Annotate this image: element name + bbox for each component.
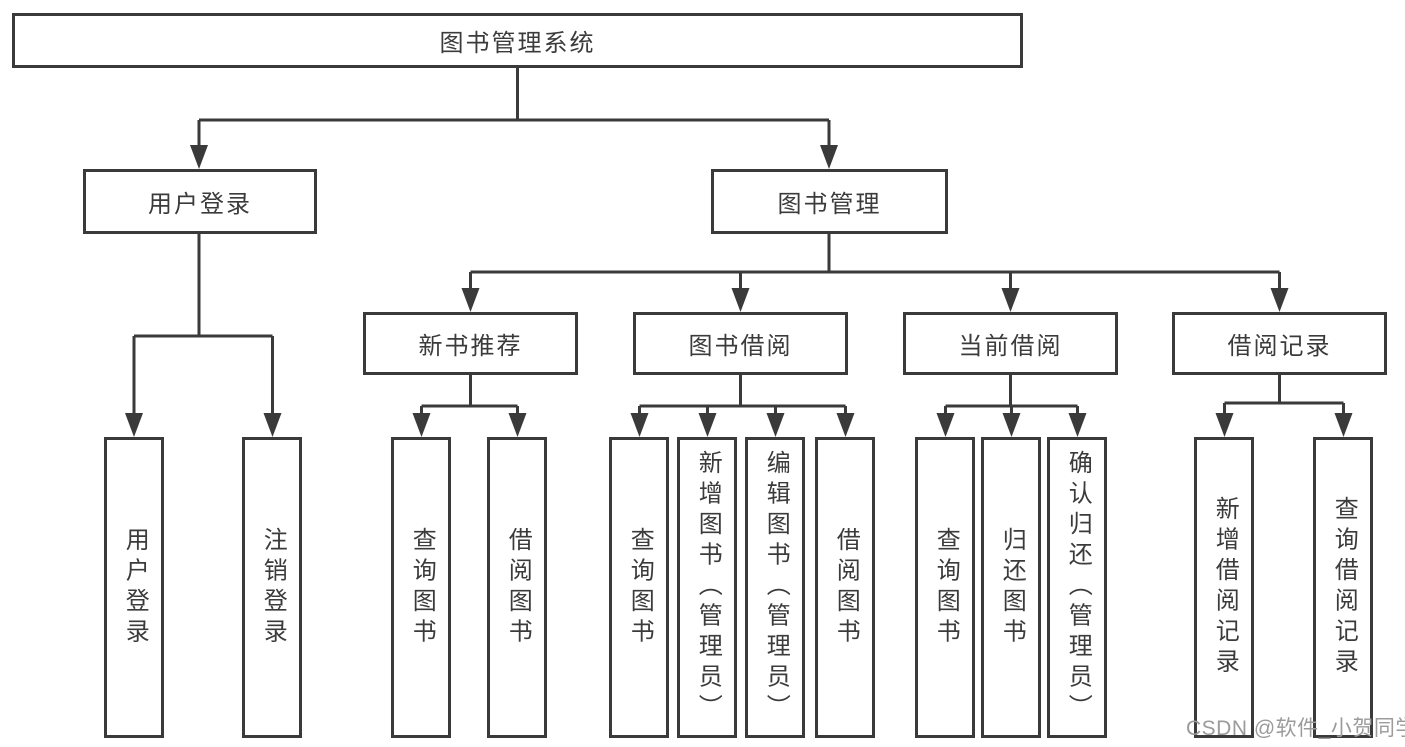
arrow-down-icon bbox=[836, 413, 855, 437]
node-label: 查询借阅记录 bbox=[1330, 496, 1358, 679]
node-label: 新增图书（管理员） bbox=[694, 450, 722, 725]
connector-new-book-recommend bbox=[420, 375, 519, 420]
node-label: 查询图书 bbox=[408, 526, 436, 649]
arrow-down-icon bbox=[731, 288, 750, 312]
connector-borrow-records bbox=[1223, 375, 1345, 420]
arrow-down-icon bbox=[1334, 413, 1353, 437]
node-user-login: 用户登录 bbox=[83, 169, 317, 234]
arrow-down-icon bbox=[508, 413, 527, 437]
node-book-management: 图书管理 bbox=[711, 169, 948, 234]
leaf-user-login: 用户登录 bbox=[104, 437, 164, 738]
node-new-book-recommend: 新书推荐 bbox=[363, 312, 578, 375]
arrow-down-icon bbox=[1001, 288, 1020, 312]
csdn-watermark: CSDN @软件_小贺同学 bbox=[1186, 717, 1405, 740]
node-label: 编辑图书（管理员） bbox=[762, 450, 790, 725]
connector-current-borrow bbox=[944, 375, 1079, 420]
arrow-down-icon bbox=[1002, 413, 1021, 437]
node-label: 当前借阅 bbox=[958, 333, 1063, 360]
leaf-logout: 注销登录 bbox=[242, 437, 302, 738]
node-label: 确认归还（管理员） bbox=[1064, 450, 1092, 725]
node-label: 图书管理系统 bbox=[439, 30, 596, 57]
arrow-down-icon bbox=[698, 413, 717, 437]
leaf-confirm-return-admin: 确认归还（管理员） bbox=[1047, 437, 1107, 738]
arrow-down-icon bbox=[412, 413, 431, 437]
leaf-add-book-admin: 新增图书（管理员） bbox=[677, 437, 737, 738]
node-label: 用户登录 bbox=[148, 191, 252, 218]
node-book-borrow: 图书借阅 bbox=[633, 312, 848, 375]
leaf-query-books: 查询图书 bbox=[915, 437, 975, 738]
connector-user-login bbox=[132, 234, 274, 420]
node-label: 用户登录 bbox=[121, 526, 149, 649]
node-current-borrow: 当前借阅 bbox=[903, 312, 1118, 375]
arrow-down-icon bbox=[630, 413, 649, 437]
leaf-edit-book-admin: 编辑图书（管理员） bbox=[745, 437, 805, 738]
arrow-down-icon bbox=[125, 413, 143, 437]
leaf-borrow-books: 借阅图书 bbox=[487, 437, 547, 738]
node-label: 查询图书 bbox=[626, 526, 654, 649]
node-label: 借阅图书 bbox=[504, 526, 532, 649]
arrow-down-icon bbox=[190, 145, 208, 169]
arrow-down-icon bbox=[766, 413, 785, 437]
arrow-down-icon bbox=[1270, 288, 1289, 312]
node-label: 借阅图书 bbox=[832, 526, 860, 649]
node-label: 图书借阅 bbox=[688, 333, 793, 360]
node-label: 新书推荐 bbox=[418, 333, 523, 360]
node-borrow-records: 借阅记录 bbox=[1172, 312, 1387, 375]
node-label: 新增借阅记录 bbox=[1211, 496, 1239, 679]
node-label: 归还图书 bbox=[998, 526, 1026, 649]
node-label: 注销登录 bbox=[259, 526, 287, 649]
leaf-borrow-books: 借阅图书 bbox=[815, 437, 875, 738]
arrow-down-icon bbox=[820, 145, 838, 169]
leaf-query-books: 查询图书 bbox=[391, 437, 451, 738]
node-root: 图书管理系统 bbox=[12, 13, 1023, 68]
leaf-query-borrow-record: 查询借阅记录 bbox=[1313, 437, 1373, 738]
arrow-down-icon bbox=[1215, 413, 1234, 437]
leaf-add-borrow-record: 新增借阅记录 bbox=[1194, 437, 1254, 738]
arrow-down-icon bbox=[1068, 413, 1087, 437]
connector-book-management bbox=[469, 234, 1281, 295]
leaf-query-books: 查询图书 bbox=[609, 437, 669, 738]
node-label: 借阅记录 bbox=[1227, 333, 1332, 360]
arrow-down-icon bbox=[936, 413, 955, 437]
arrow-down-icon bbox=[461, 288, 480, 312]
connector-book-borrow bbox=[638, 375, 847, 420]
leaf-return-book: 归还图书 bbox=[981, 437, 1041, 738]
arrow-down-icon bbox=[263, 413, 282, 437]
connector-root bbox=[197, 68, 831, 152]
node-label: 查询图书 bbox=[932, 526, 960, 649]
node-label: 图书管理 bbox=[777, 191, 882, 218]
